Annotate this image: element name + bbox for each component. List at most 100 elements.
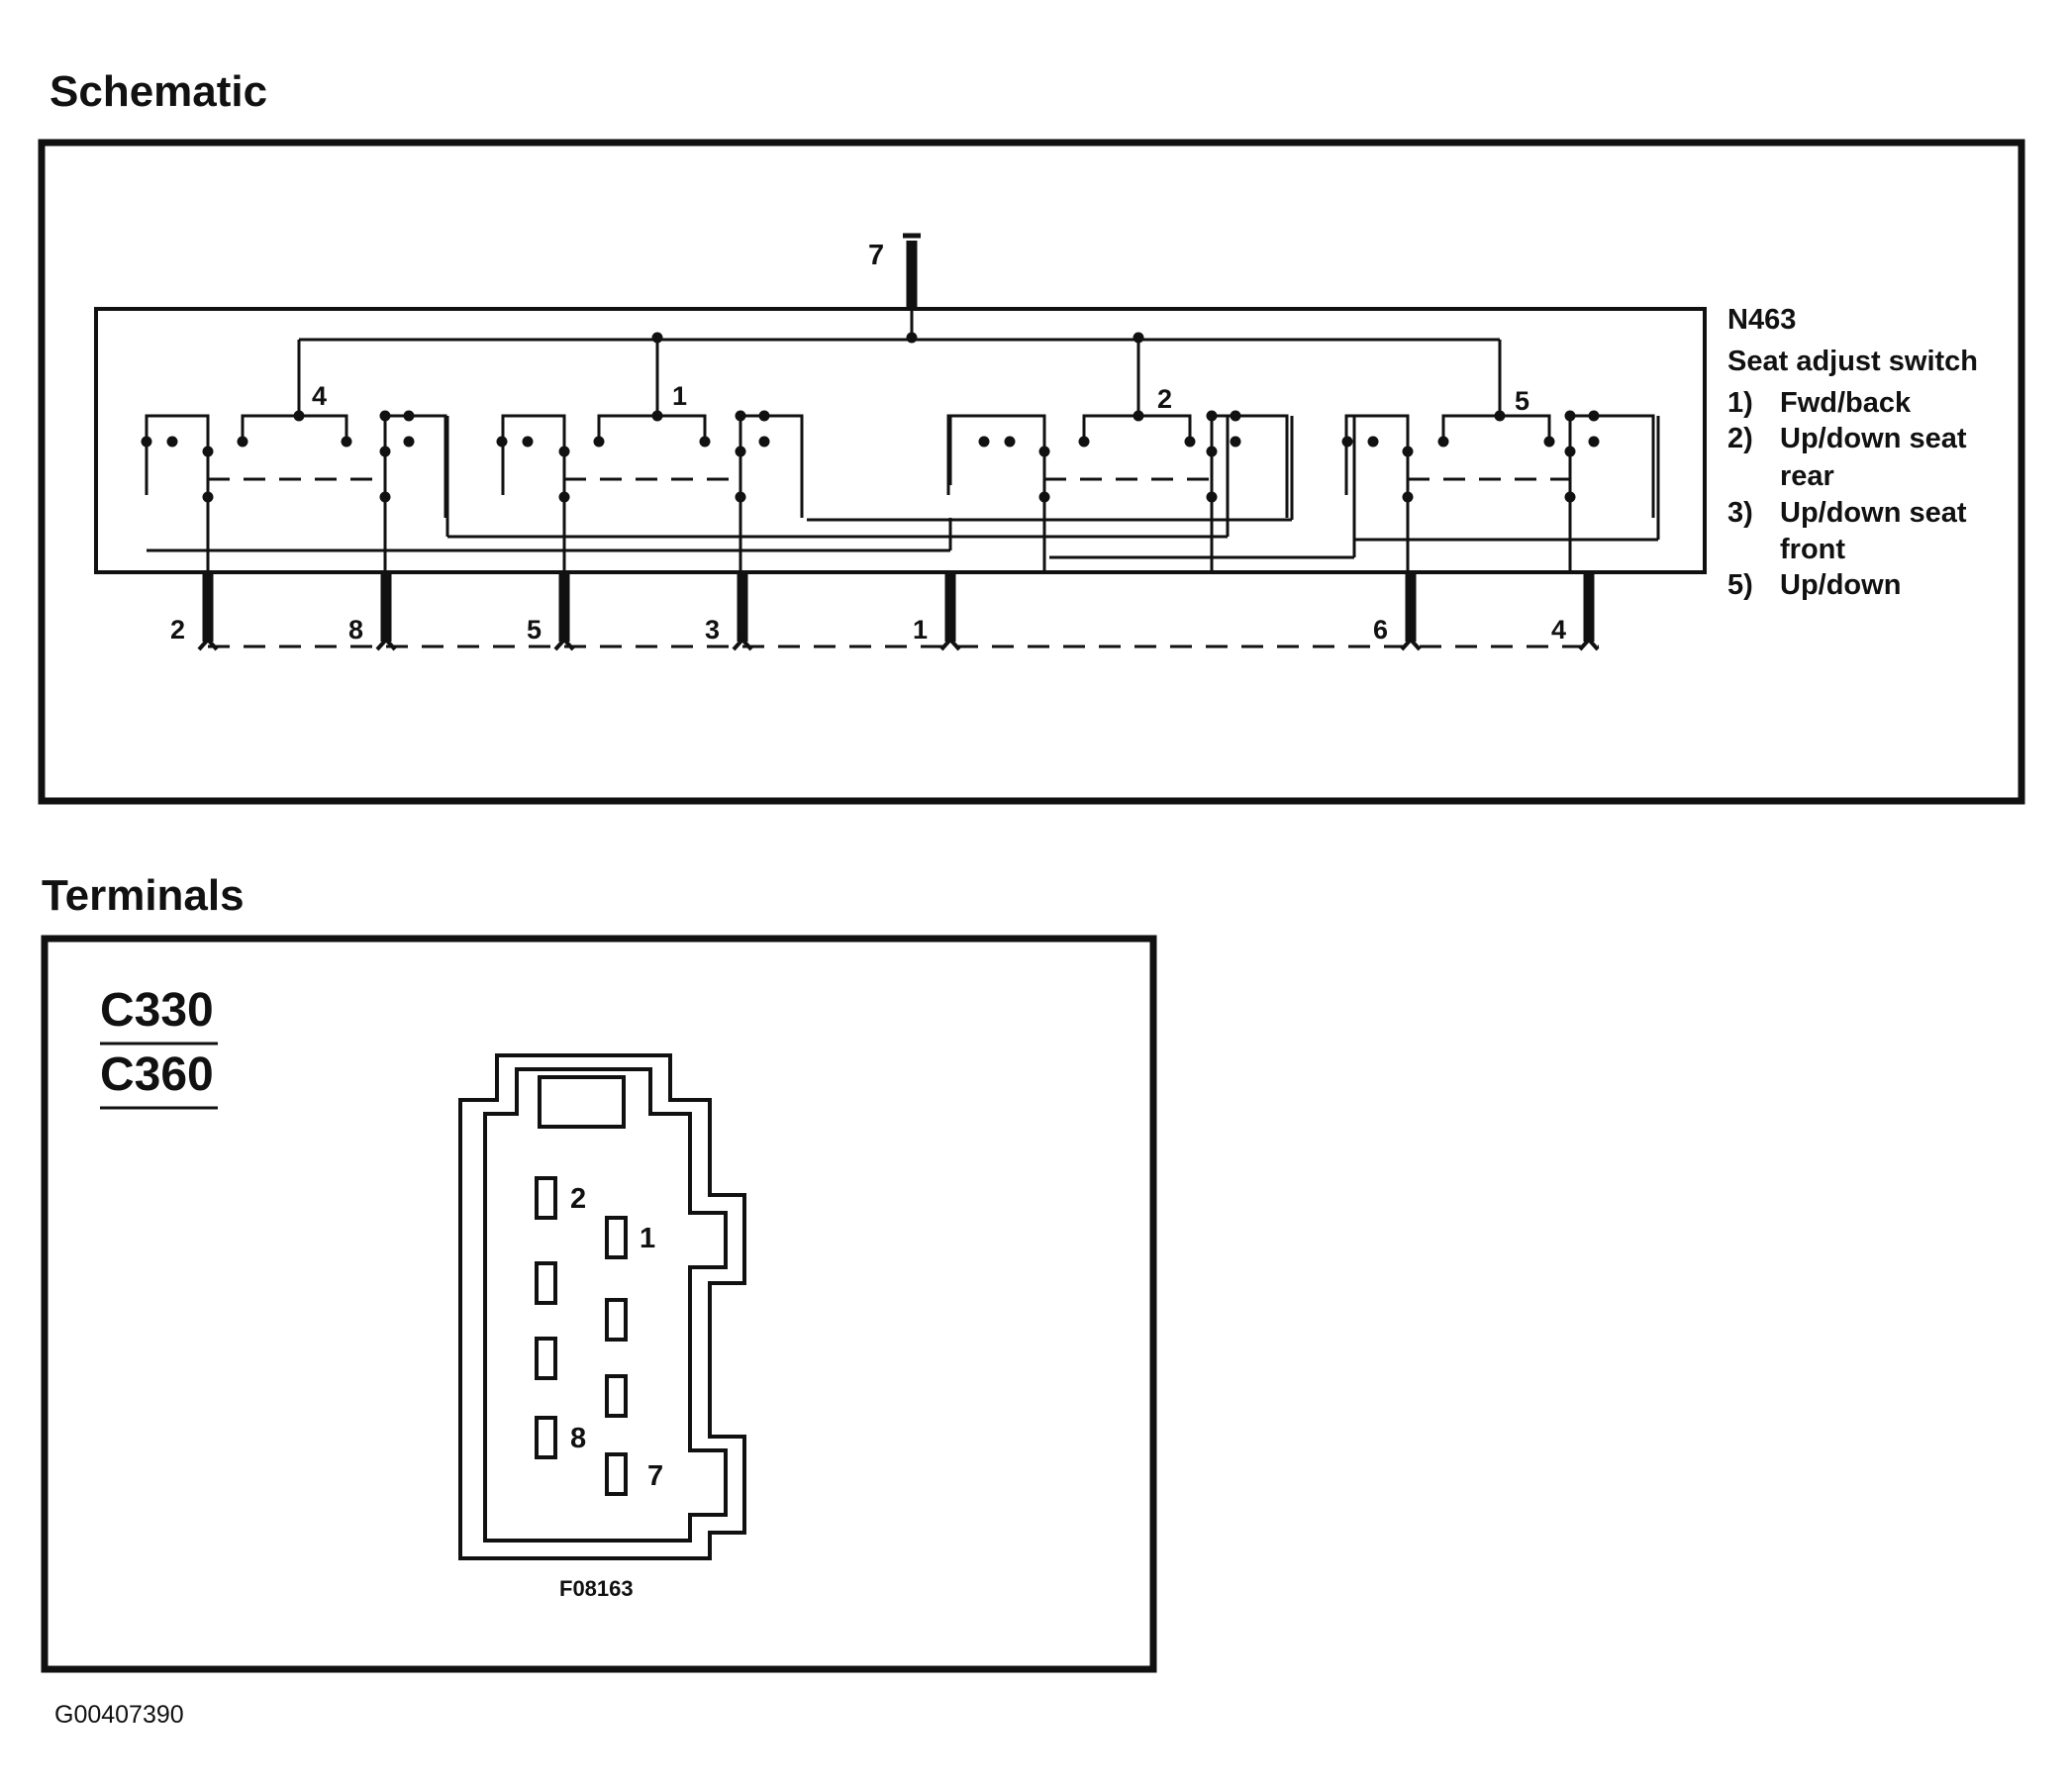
contact-point [593, 436, 605, 448]
bottom-pin-label: 3 [705, 615, 720, 645]
contact-point [1588, 410, 1600, 422]
bottom-pin-label: 5 [527, 615, 542, 645]
contact-point [379, 491, 391, 503]
pin-cavity [605, 1452, 628, 1496]
function-2-text: Up/down seat [1780, 423, 1967, 454]
cavity-label-7: 7 [647, 1460, 663, 1492]
switch-group [1344, 414, 1655, 572]
function-2-num: 2) [1727, 423, 1753, 454]
contact-point [735, 446, 746, 457]
component-id: N463 [1727, 304, 1796, 336]
contact-point [1437, 436, 1449, 448]
contact-point [1341, 436, 1353, 448]
terminals-frame [41, 935, 1157, 1673]
cavity-label-1: 1 [640, 1223, 655, 1254]
contact-point [758, 436, 770, 448]
contact-point [1230, 436, 1241, 448]
cavity-label-8: 8 [570, 1423, 586, 1454]
contact-point [202, 446, 214, 457]
component-name: Seat adjust switch [1727, 346, 1978, 377]
function-3-text: Up/down seat [1780, 497, 1967, 529]
connector-c360: C360 [100, 1048, 214, 1101]
function-1-text: Fwd/back [1780, 387, 1912, 419]
contact-point [403, 436, 415, 448]
group-label-2: 2 [1157, 384, 1172, 414]
bottom-terminal: 6 [1373, 572, 1422, 651]
bottom-terminal: 4 [1551, 572, 1600, 651]
contact-point [1078, 436, 1090, 448]
function-2-cont: rear [1780, 460, 1834, 492]
cavity-label-2: 2 [570, 1183, 586, 1215]
pin-cavity [535, 1261, 557, 1305]
contact-point [496, 436, 508, 448]
pin-cavity [605, 1216, 628, 1259]
contact-point [1038, 446, 1050, 457]
contact-point [1367, 436, 1379, 448]
contact-point [166, 436, 178, 448]
contact-point [293, 410, 305, 422]
contact-point [1230, 410, 1241, 422]
contact-point [735, 491, 746, 503]
contact-point [1543, 436, 1555, 448]
contact-frame [1210, 414, 1289, 518]
contact-point [758, 410, 770, 422]
bottom-terminal: 8 [348, 572, 397, 651]
contact-point [379, 446, 391, 457]
contact-point [978, 436, 990, 448]
contact-point [1564, 410, 1576, 422]
contact-point [202, 491, 214, 503]
bottom-pin-label: 8 [348, 615, 363, 645]
contact-point [1564, 491, 1576, 503]
common-contact [597, 414, 707, 442]
schematic-frame [38, 139, 2025, 805]
contact-frame [1568, 414, 1655, 518]
top-terminal [903, 233, 921, 338]
group-label-1: 1 [672, 381, 687, 411]
schematic-title: Schematic [49, 67, 268, 116]
contact-point [1184, 436, 1196, 448]
contact-frame [383, 414, 447, 518]
contact-frame [145, 414, 210, 495]
contact-point [1206, 491, 1218, 503]
function-3-num: 3) [1727, 497, 1753, 529]
contact-point [699, 436, 711, 448]
pin-cavity [605, 1374, 628, 1418]
function-1-num: 1) [1727, 387, 1753, 419]
contact-point [1133, 410, 1144, 422]
function-5-text: Up/down [1780, 569, 1901, 601]
bottom-terminal: 2 [170, 572, 219, 651]
contact-point [1038, 491, 1050, 503]
contact-frame [739, 414, 804, 518]
contact-frame [1344, 414, 1410, 495]
bottom-pin-label: 1 [913, 615, 928, 645]
connector-c330: C330 [100, 984, 214, 1037]
internal-wiring [147, 416, 1660, 559]
contact-point [1402, 446, 1414, 457]
pin-cavity [535, 1176, 557, 1220]
common-contact [241, 414, 348, 442]
contact-point [1588, 436, 1600, 448]
switch-body [94, 307, 1707, 574]
pin-cavity [605, 1298, 628, 1342]
contact-point [1206, 446, 1218, 457]
connector-housing [458, 1053, 746, 1560]
contact-point [1494, 410, 1506, 422]
figure-code: F08163 [559, 1576, 634, 1601]
contact-point [379, 410, 391, 422]
component-legend: N463 Seat adjust switch 1) Fwd/back 2) U… [1727, 304, 1978, 601]
pin-cavities [535, 1176, 628, 1496]
group-label-5: 5 [1515, 386, 1529, 416]
contact-point [1402, 491, 1414, 503]
group-label-4: 4 [312, 381, 327, 411]
image-code: G00407390 [54, 1701, 184, 1729]
common-bus [297, 338, 1502, 416]
bottom-terminal: 5 [527, 572, 575, 651]
contact-point [735, 410, 746, 422]
function-3-cont: front [1780, 534, 1845, 565]
contact-point [141, 436, 152, 448]
contact-point [403, 410, 415, 422]
pin-cavity [535, 1337, 557, 1380]
contact-point [651, 410, 663, 422]
pin-cavity [535, 1416, 557, 1459]
